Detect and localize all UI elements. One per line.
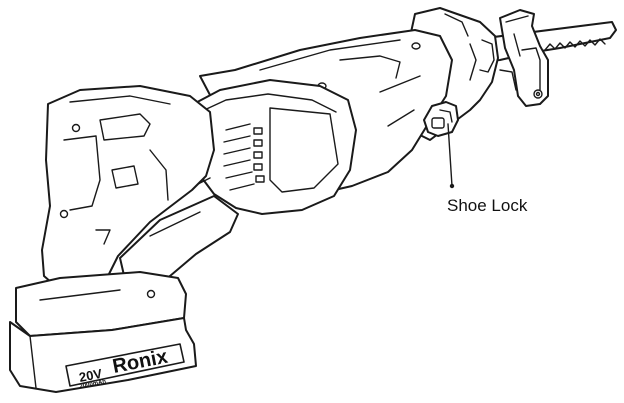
callout-shoe-lock: Shoe Lock — [447, 123, 528, 215]
callout-label-shoe-lock: Shoe Lock — [447, 196, 528, 215]
shoe-lock-lever — [423, 101, 459, 137]
rear-handle — [41, 85, 215, 291]
callout-dot — [449, 183, 455, 189]
shoe — [499, 9, 549, 107]
callout-leader-line — [447, 123, 453, 187]
battery-voltage-label: 20V — [78, 366, 104, 385]
battery-capacity-label: 2000mAh — [79, 379, 107, 390]
battery-pack: 20V 2000mAh Ronix — [9, 271, 197, 393]
